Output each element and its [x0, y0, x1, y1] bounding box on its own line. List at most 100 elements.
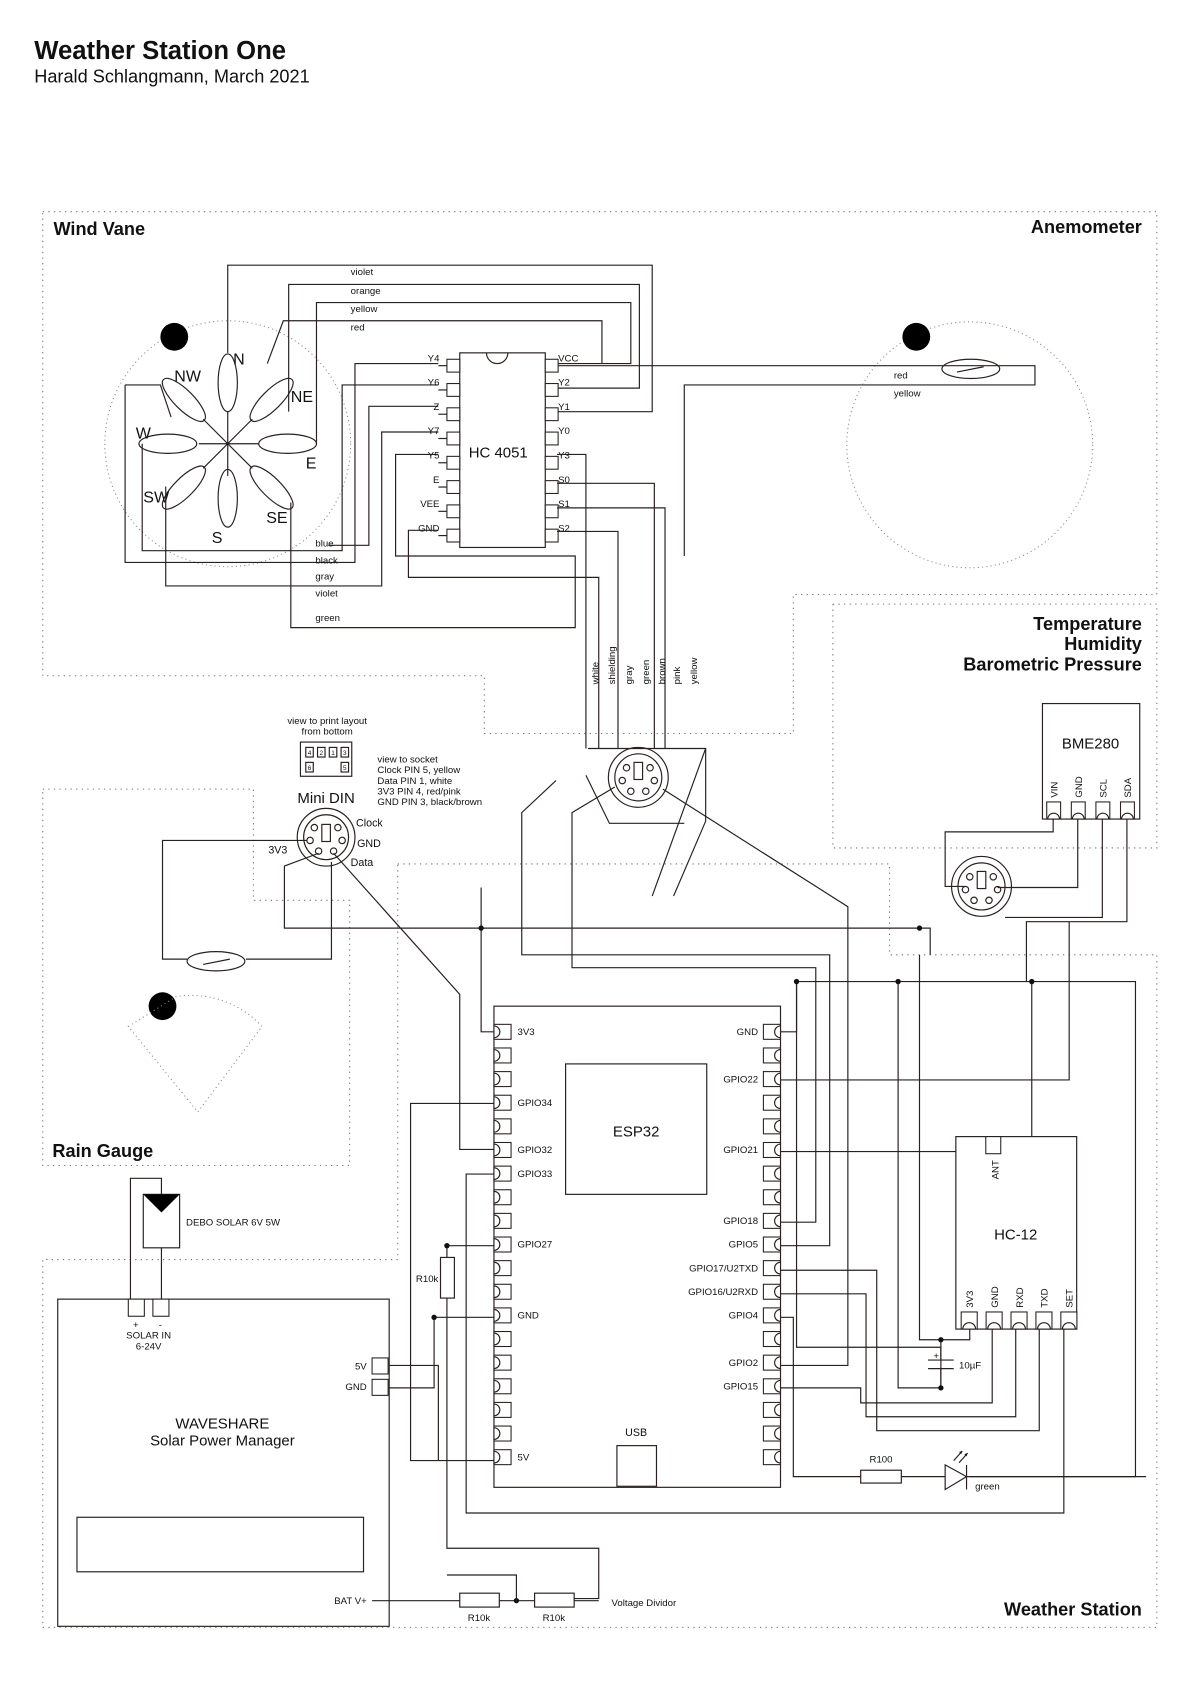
hc12-pin-label: GND	[990, 1286, 1001, 1307]
print-pin-number: 5	[343, 765, 347, 772]
solar-panel-label: DEBO SOLAR 6V 5W	[186, 1217, 281, 1228]
mux-pin-label: VEE	[420, 499, 439, 510]
bme280-wires	[944, 819, 1128, 982]
wire-label-violet-2: violet	[315, 589, 338, 600]
wire-label-red: red	[351, 322, 365, 333]
mux-pin-y2	[544, 383, 559, 397]
esp32-pin-label: GPIO16/U2RXD	[688, 1287, 758, 1298]
mux-pin-label: Z	[434, 402, 440, 413]
pullup-resistor	[439, 1256, 455, 1299]
hc12-pin-label: TXD	[1040, 1288, 1051, 1307]
minidin-label-data: Data	[351, 857, 374, 869]
minidin-title: Mini DIN	[297, 790, 354, 807]
mux-pin-label: E	[433, 475, 439, 486]
rain-gauge-reed-switch	[186, 951, 246, 972]
cable-wire-white: white	[591, 662, 602, 685]
mux-pin-label: Y3	[558, 450, 570, 461]
section-label-weather-station: Weather Station	[1004, 1600, 1142, 1620]
esp32-pin-label: GPIO18	[723, 1216, 758, 1227]
wire-label-blue: blue	[315, 538, 333, 549]
anemometer-reed-switch	[941, 358, 1001, 380]
print-pin-number: 3	[343, 750, 347, 757]
direction-w: W	[136, 424, 152, 442]
mux-pin-s0	[544, 480, 559, 494]
mux-pin-y5	[446, 455, 461, 470]
mux-pin-label: Y7	[428, 426, 440, 437]
section-label-temperature: Temperature	[1033, 614, 1142, 634]
wire-label-yellow: yellow	[351, 304, 378, 315]
mux-pin-label: S0	[558, 475, 570, 486]
socket-note-1: Clock PIN 5, yellow	[377, 765, 460, 776]
esp32-pin-label: GPIO27	[517, 1240, 552, 1251]
wind-vane-mount-dot	[160, 322, 189, 351]
section-label-humidity: Humidity	[1064, 634, 1142, 654]
mux-pin-label: VCC	[558, 353, 578, 364]
direction-se: SE	[266, 509, 287, 527]
socket-note-2: Data PIN 1, white	[377, 776, 452, 787]
direction-nw: NW	[174, 368, 202, 386]
wind-vane-housing	[104, 320, 352, 568]
mux-pin-s1	[544, 504, 559, 519]
mux-pin-y4	[446, 358, 461, 373]
usb-label: USB	[625, 1427, 647, 1439]
esp32-pin-label: 5V	[517, 1452, 529, 1463]
capacitor-label: 10µF	[959, 1361, 981, 1372]
esp32-pins: 3V3GPIO34GPIO32GPIO33GPIO27GND5VGNDGPIO2…	[493, 1023, 782, 1466]
esp32-pin-label: GPIO34	[517, 1098, 552, 1109]
print-layout-box	[299, 741, 353, 777]
esp32-pin-label: GND	[517, 1311, 538, 1322]
solar-wires	[129, 1177, 163, 1301]
thp-region	[832, 603, 1158, 849]
esp32-pin-label: GPIO32	[517, 1145, 552, 1156]
mux-pin-y6	[446, 383, 461, 397]
minidin-label-gnd: GND	[357, 838, 381, 850]
divider-resistor-1	[459, 1592, 500, 1608]
bat-label: BAT V+	[334, 1596, 367, 1607]
divider-r2-label: R10k	[543, 1613, 566, 1624]
hc12-pin-label: 3V3	[965, 1291, 976, 1308]
rain-gauge-wires	[161, 839, 931, 1151]
mux-pin-y0	[544, 431, 559, 446]
print-pin	[316, 746, 326, 758]
cable-wire-gray: gray	[624, 665, 635, 684]
pm-5v-pin	[371, 1357, 389, 1375]
divider-resistor-2	[534, 1592, 575, 1608]
anemometer-housing	[846, 321, 1094, 569]
mux-pin-label: Y0	[558, 426, 570, 437]
mux-pin-label: Y5	[428, 450, 440, 461]
pm-gnd-pin	[371, 1378, 389, 1396]
solar-minus-label: -	[159, 1320, 162, 1331]
mux-pin-vcc	[544, 358, 559, 373]
r100-label: R100	[870, 1455, 893, 1466]
mux-pin-e	[446, 480, 461, 494]
direction-sw: SW	[143, 489, 170, 507]
esp32-module	[565, 1063, 708, 1195]
solar-power-manager	[57, 1298, 390, 1627]
usb-port	[616, 1445, 658, 1487]
esp32-pin-label: GPIO17/U2TXD	[689, 1263, 758, 1274]
battery-holder	[76, 1516, 365, 1573]
pm-gnd-label: GND	[345, 1382, 366, 1393]
socket-note-0: view to socket	[377, 754, 438, 765]
capacitor-10uf: +	[928, 1337, 954, 1391]
led-label: green	[975, 1481, 1000, 1492]
cable-wire-yellow: yellow	[689, 658, 700, 685]
hc12-label: HC-12	[994, 1226, 1037, 1243]
cable-wire-shielding: shielding	[607, 646, 618, 684]
esp32-pin-label: GPIO2	[729, 1358, 758, 1369]
mux-pin-label: Y1	[558, 402, 570, 413]
rain-gauge-minidin	[296, 807, 356, 867]
hc4051-label: HC 4051	[469, 445, 528, 462]
solar-plus-label: +	[133, 1320, 139, 1331]
esp32-pin-label: 3V3	[517, 1027, 534, 1038]
wire-label-green: green	[315, 613, 340, 624]
esp32-pin-label: GPIO5	[729, 1240, 758, 1251]
minidin-label-3v3: 3V3	[268, 844, 287, 856]
led-icon	[901, 1450, 1147, 1491]
bme280-label: BME280	[1062, 735, 1119, 752]
pm-name-line1: WAVESHARE	[175, 1416, 269, 1433]
direction-e: E	[306, 454, 317, 472]
diagram-subtitle: Harald Schlangmann, March 2021	[34, 66, 310, 86]
